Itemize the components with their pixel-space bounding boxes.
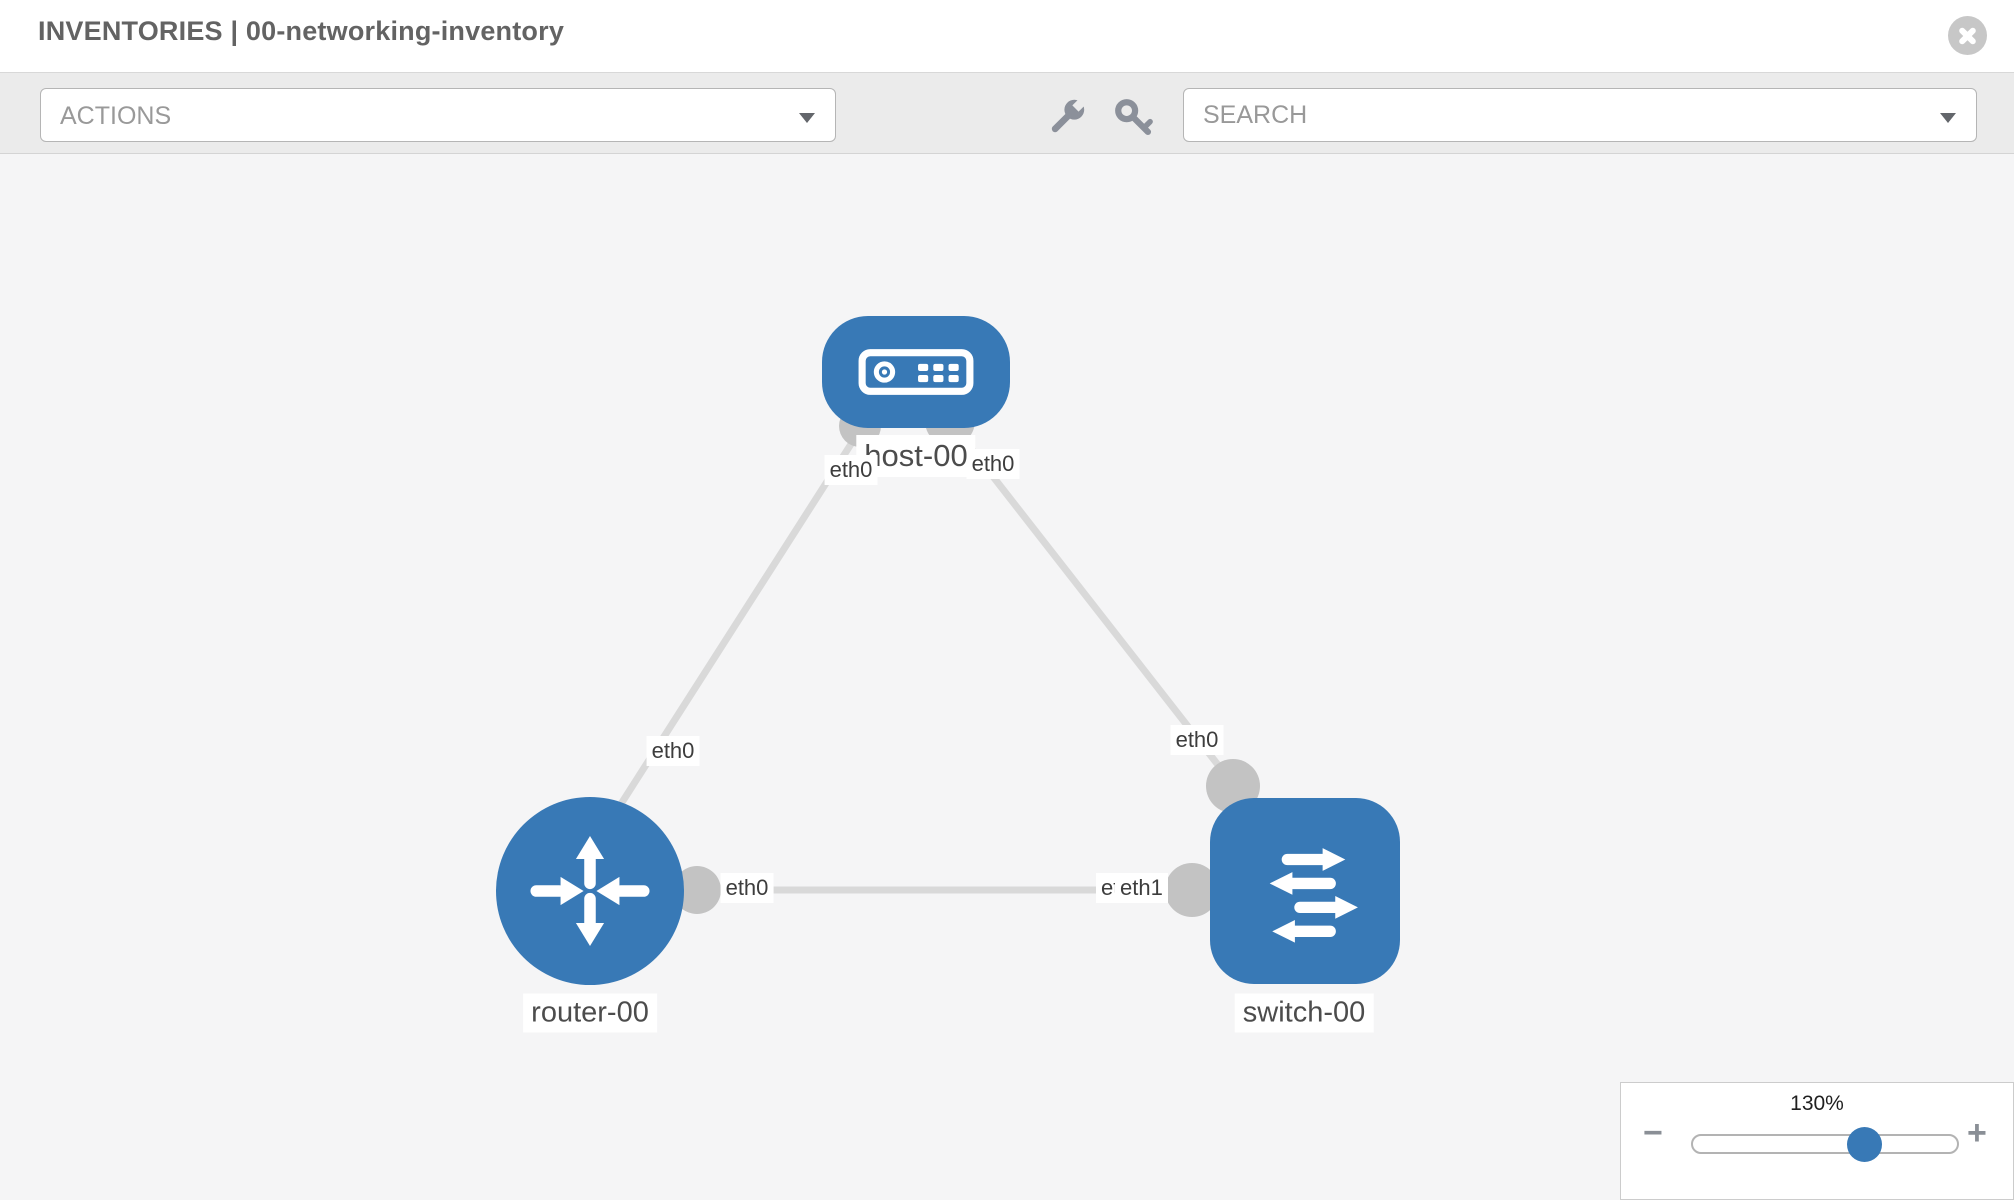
host-icon xyxy=(858,349,974,395)
interface-label-router-eth0: eth0 xyxy=(646,736,700,766)
zoom-slider-thumb[interactable] xyxy=(1847,1127,1882,1162)
page-title: INVENTORIES | 00-networking-inventory xyxy=(38,16,565,46)
node-host-00[interactable] xyxy=(822,316,1010,428)
port-connector-switch-left[interactable] xyxy=(1165,863,1219,917)
toolbar: ACTIONS xyxy=(0,72,2014,154)
switch-icon xyxy=(1269,848,1358,943)
zoom-slider-track[interactable] xyxy=(1691,1134,1959,1154)
node-switch-00[interactable] xyxy=(1210,798,1400,984)
interface-label-router-eth0-bottom: eth0 xyxy=(720,873,774,903)
search-input[interactable] xyxy=(1203,89,1903,141)
actions-dropdown-label: ACTIONS xyxy=(60,102,172,130)
chevron-down-icon xyxy=(1940,113,1956,123)
wrench-icon[interactable] xyxy=(1044,96,1088,140)
interface-label-switch-eth1: eth1 xyxy=(1115,873,1168,903)
port-connector-router[interactable] xyxy=(673,866,721,914)
actions-dropdown[interactable]: ACTIONS xyxy=(40,88,836,142)
zoom-panel: 130% − + xyxy=(1620,1082,2014,1200)
key-icon[interactable] xyxy=(1112,96,1156,140)
interface-label-host-eth0-right: eth0 xyxy=(966,449,1020,479)
node-label-router: router-00 xyxy=(523,993,657,1033)
zoom-level: 130% xyxy=(1790,1092,1844,1115)
zoom-in-button[interactable]: + xyxy=(1967,1114,1987,1152)
search-dropdown[interactable] xyxy=(1183,88,1977,142)
node-label-switch: switch-00 xyxy=(1234,993,1374,1033)
chevron-down-icon xyxy=(799,113,815,123)
topology-canvas[interactable] xyxy=(0,154,2014,1200)
interface-label-host-eth0-left: eth0 xyxy=(824,455,878,485)
close-button[interactable] xyxy=(1948,16,1987,55)
zoom-out-button[interactable]: − xyxy=(1643,1114,1663,1152)
router-icon xyxy=(530,835,650,947)
node-router-00[interactable] xyxy=(496,797,684,985)
panel-header: INVENTORIES | 00-networking-inventory xyxy=(0,0,2014,72)
interface-label-switch-eth0: eth0 xyxy=(1170,725,1224,755)
